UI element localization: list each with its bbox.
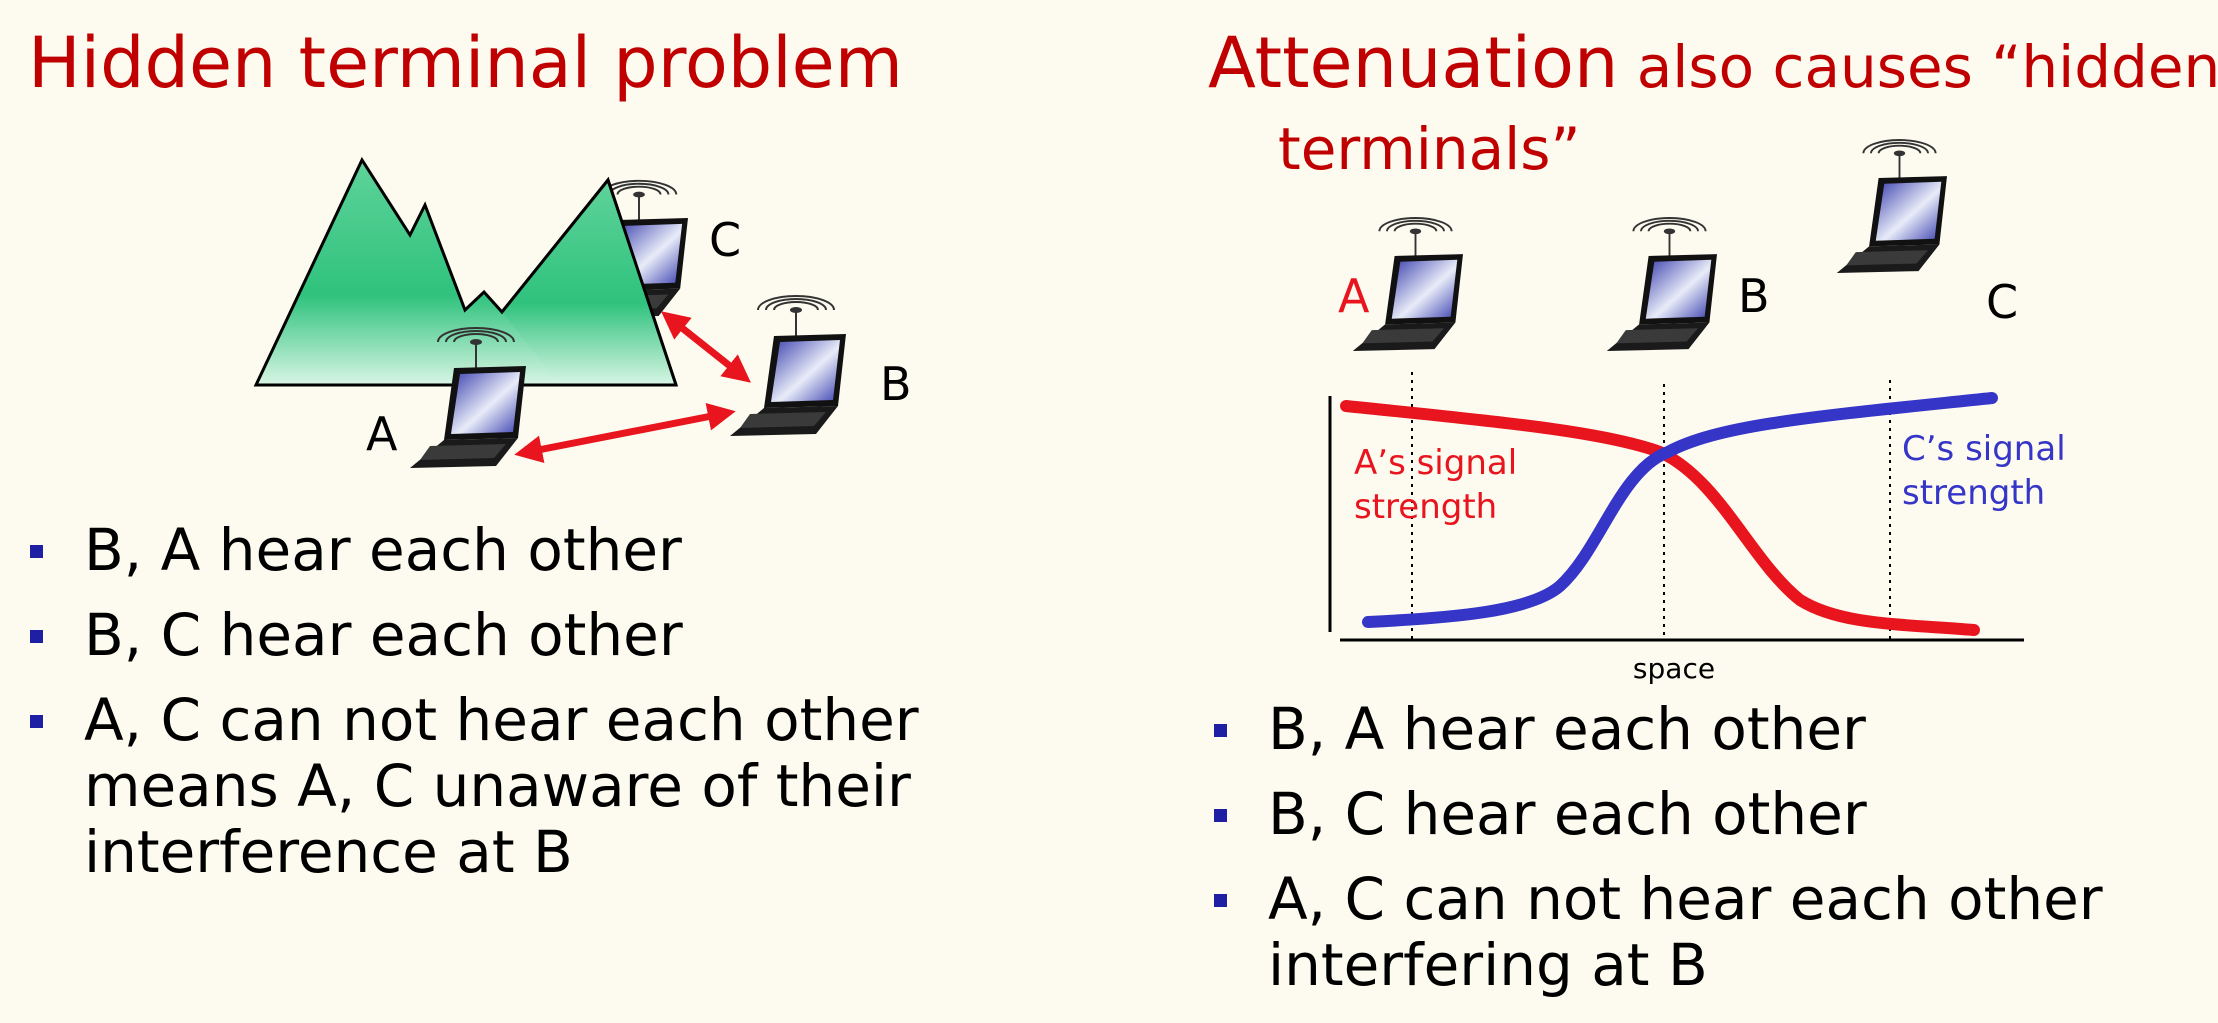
right-bullet-list: B, A hear each other B, C hear each othe… [1210,696,2210,1016]
right-bullet-3: A, C can not hear each other interfering… [1210,866,2210,998]
left-bullet-1: B, A hear each other [26,517,1026,584]
arrow-c-b [661,311,751,383]
c-signal-label-line1: C’s signal [1902,429,2066,469]
series-c-signal-line [1362,392,1998,628]
label-b-right: B [1738,269,1770,323]
right-title: Attenuation also causes “hidden terminals… [1208,22,2218,190]
left-bullet-3: A, C can not hear each other means A, C … [26,687,1026,885]
right-bullet-1: B, A hear each other [1210,696,2210,763]
right-title-big: Attenuation [1208,22,1619,104]
left-title: Hidden terminal problem [28,22,903,104]
right-title-small: also causes “hidden [1618,33,2218,101]
a-signal-label-line1: A’s signal [1354,443,1517,483]
x-axis-label: space [1633,652,1715,685]
label-c-right: C [1986,275,2018,329]
series-a-signal-line [1340,400,1980,636]
laptop-b-icon [729,295,847,437]
right-bullet-2: B, C hear each other [1210,781,2210,848]
label-c-left: C [709,213,741,267]
label-b-left: B [880,357,912,411]
left-bullet-list: B, A hear each other B, C hear each othe… [26,517,1026,903]
arrow-a-b [514,402,736,464]
label-a-right: A [1338,269,1370,323]
a-signal-label-line2: strength [1354,487,1497,527]
signal-chart: A’s signal strength C’s signal strength … [1328,372,2066,685]
right-title-line2: terminals” [1278,115,1581,183]
c-signal-label-line2: strength [1902,473,2045,513]
left-bullet-2: B, C hear each other [26,602,1026,669]
laptop-b-right-icon [1605,217,1718,352]
label-a-left: A [366,407,398,461]
